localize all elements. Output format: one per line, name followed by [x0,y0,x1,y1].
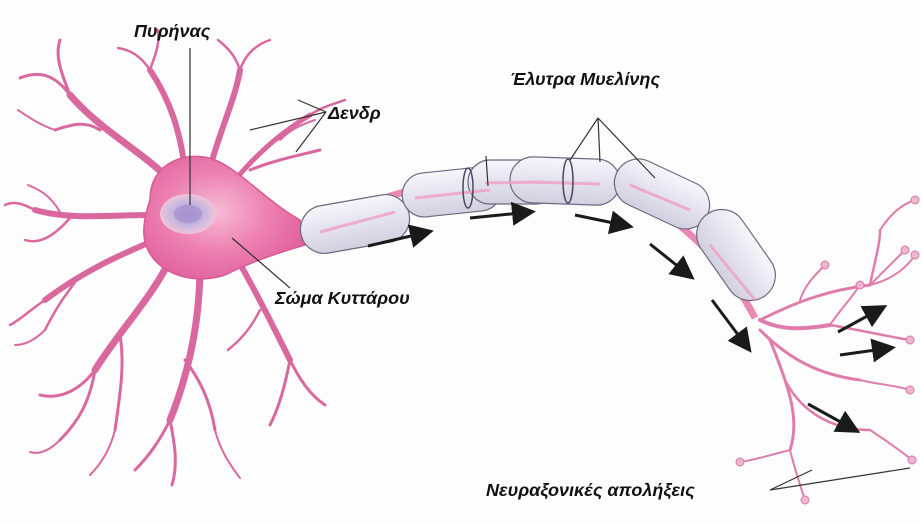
nucleus-label: Πυρήνας [134,22,210,40]
myelin-sheath-label: Έλυτρα Μυελίνης [510,70,660,88]
axon-terminals [740,200,915,500]
myelin-sheaths [297,151,785,310]
signal-arrows [368,212,890,430]
cell-body-label: Σώμα Κυττάρου [275,289,410,307]
axon-terminals-label: Νευραξονικές απολήξεις [486,481,695,499]
leader-lines [190,48,910,490]
dendrites-label: Δενδρ [328,104,381,122]
